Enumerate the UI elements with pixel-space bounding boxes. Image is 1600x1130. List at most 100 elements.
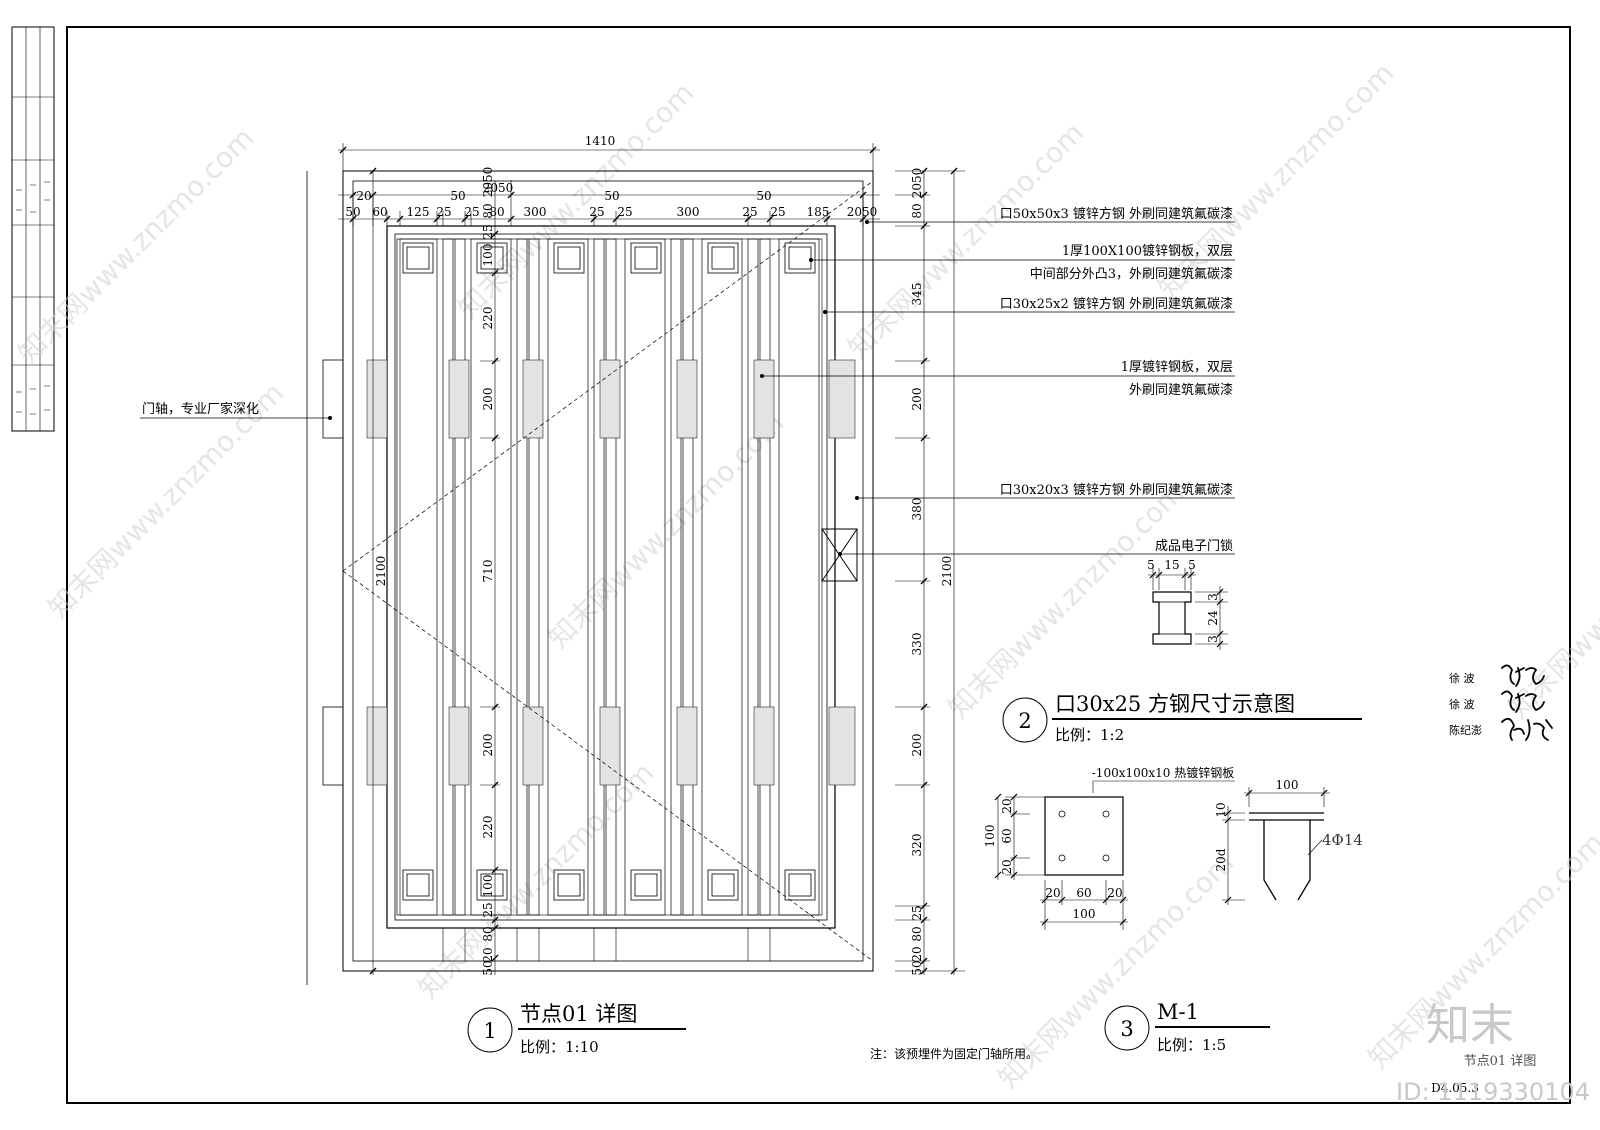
dim-label: 25: [742, 205, 757, 219]
dim-label: 330: [910, 633, 924, 656]
brand-watermark: 知末 ID: 1119330104: [1396, 1000, 1590, 1106]
dim-label: 60: [1076, 886, 1091, 900]
dim-label: 220: [481, 307, 495, 330]
right-total-label: 2100: [940, 556, 954, 587]
dim-label: 200: [910, 734, 924, 757]
dim-label: 200: [481, 388, 495, 411]
detail-title: 口30x25 方钢尺寸示意图: [1055, 692, 1295, 716]
watermark-text: 知末网www.znzmo.com: [542, 406, 791, 655]
hinge-note: 门轴，专业厂家深化: [142, 401, 259, 417]
dim-label: 345: [910, 283, 924, 306]
plate-label: -100x100x10 热镀锌钢板: [1092, 766, 1234, 780]
dim-label: 50: [345, 205, 360, 219]
watermark-text: 知末网www.znzmo.com: [842, 116, 1091, 365]
dim-label: 25: [436, 205, 451, 219]
dim-label: 2050: [483, 181, 514, 195]
detail-1-title: 1 节点01 详图 比例：1:10: [467, 1002, 686, 1056]
detail-scale: 比例：1:2: [1055, 726, 1124, 744]
right-dimension-labels: 2050 80 345 200 380 330 200 320 25 80 20…: [910, 168, 954, 976]
note-text: 1厚镀锌钢板，双层: [1121, 359, 1233, 375]
note-text: 口50x50x3 镀锌方钢 外刷同建筑氟碳漆: [1000, 206, 1233, 222]
dim-label: 25: [464, 205, 479, 219]
dim-label: 3: [1206, 635, 1220, 643]
id-watermark: ID: 1119330104: [1396, 1078, 1590, 1106]
dim-label: 100: [481, 244, 495, 267]
dim-label: 80: [481, 203, 495, 218]
dim-label: 10: [1214, 802, 1228, 817]
dim-label: 80: [489, 205, 504, 219]
dim-label: 50: [450, 189, 465, 203]
dim-label: 20: [1107, 886, 1122, 900]
dim-label: 220: [481, 816, 495, 839]
dim-label: 25: [770, 205, 785, 219]
dim-label: 50: [604, 189, 619, 203]
sheet-frame: [11, 26, 1571, 1104]
detail-number: 1: [483, 1019, 496, 1043]
top-dimension-labels: 1410 20 50 2050 50 50 50 60 125 25 25 80…: [345, 134, 877, 219]
right-dimension-ticks: [920, 167, 958, 975]
dim-label: 100: [983, 825, 997, 848]
note-text: 中间部分外凸3，外刷同建筑氟碳漆: [1030, 266, 1233, 282]
tube-section-detail: [1148, 568, 1228, 650]
note-text: 1厚100X100镀锌钢板，双层: [1062, 243, 1233, 259]
detail-title: M-1: [1157, 1000, 1199, 1024]
left-dimension-lines: [372, 171, 500, 975]
approver-name: 陈纪澎: [1449, 723, 1482, 737]
left-dimension-ticks: [369, 167, 499, 975]
overall-width-label: 1410: [585, 134, 616, 148]
dim-label: 25: [617, 205, 632, 219]
leader-lines: [140, 221, 1235, 555]
drawing-number: D4.05.3: [1431, 1081, 1479, 1095]
brand-logo-text: 知末: [1426, 1000, 1514, 1051]
watermark-text: 知末网www.znzmo.com: [412, 756, 661, 1005]
dim-label: 20: [1045, 886, 1060, 900]
dim-label: 60: [372, 205, 387, 219]
checker-name: 徐 波: [1449, 697, 1475, 711]
dim-label: 185: [807, 205, 830, 219]
dim-label: 320: [910, 834, 924, 857]
door-swing-lines: [342, 180, 874, 962]
embed-plate-detail: [997, 780, 1330, 930]
dim-label: 20: [356, 189, 371, 203]
detail-scale: 比例：1:5: [1157, 1036, 1226, 1054]
annotation-notes: 门轴，专业厂家深化 口50x50x3 镀锌方钢 外刷同建筑氟碳漆 1厚100X1…: [142, 206, 1233, 554]
leader-dots: [328, 220, 869, 556]
left-dimension-labels: 2100 2050 80 25 100 220 200 710 200 220 …: [374, 167, 495, 976]
dim-label: 60: [1000, 828, 1014, 843]
dim-label: 5: [1147, 558, 1155, 572]
dim-label: 100: [1073, 907, 1096, 921]
note-text: 成品电子门锁: [1155, 538, 1233, 554]
watermark-text: 知末网www.znzmo.com: [1502, 476, 1600, 725]
dim-label: 100: [481, 875, 495, 898]
dim-label: 710: [481, 560, 495, 583]
dim-label: 20d: [1214, 848, 1228, 871]
dim-label: 24: [1206, 610, 1220, 626]
note-text: 口30x20x3 镀锌方钢 外刷同建筑氟碳漆: [1000, 482, 1233, 498]
dim-label: 25: [481, 902, 495, 917]
designer-name: 徐 波: [1449, 671, 1475, 685]
detail-number: 2: [1018, 709, 1031, 733]
dim-label: 50: [756, 189, 771, 203]
dim-label: 80: [481, 926, 495, 941]
dim-label: 200: [910, 388, 924, 411]
dim-label: 50: [910, 960, 924, 975]
dim-label: 20: [1000, 859, 1014, 874]
dim-label: 50: [481, 960, 495, 975]
dim-label: 2050: [481, 167, 495, 198]
dim-label: 80: [910, 203, 924, 218]
dim-label: 300: [524, 205, 547, 219]
watermark-text: 知末网www.znzmo.com: [452, 76, 701, 325]
dim-label: 300: [677, 205, 700, 219]
watermark-text: 知末网www.znzmo.com: [12, 121, 261, 370]
dim-label: 5: [1188, 558, 1196, 572]
detail-title: 节点01 详图: [520, 1002, 637, 1026]
dim-label: 20: [481, 947, 495, 962]
dim-label: 25: [589, 205, 604, 219]
dim-label: 20: [910, 946, 924, 961]
rebar-label: 4Φ14: [1322, 831, 1363, 849]
dim-label: 125: [407, 205, 430, 219]
detail-2-title: 2 口30x25 方钢尺寸示意图 比例：1:2: [1002, 692, 1362, 744]
door-panel-elevation: [306, 170, 874, 985]
top-dimension-ticks: [339, 146, 877, 223]
